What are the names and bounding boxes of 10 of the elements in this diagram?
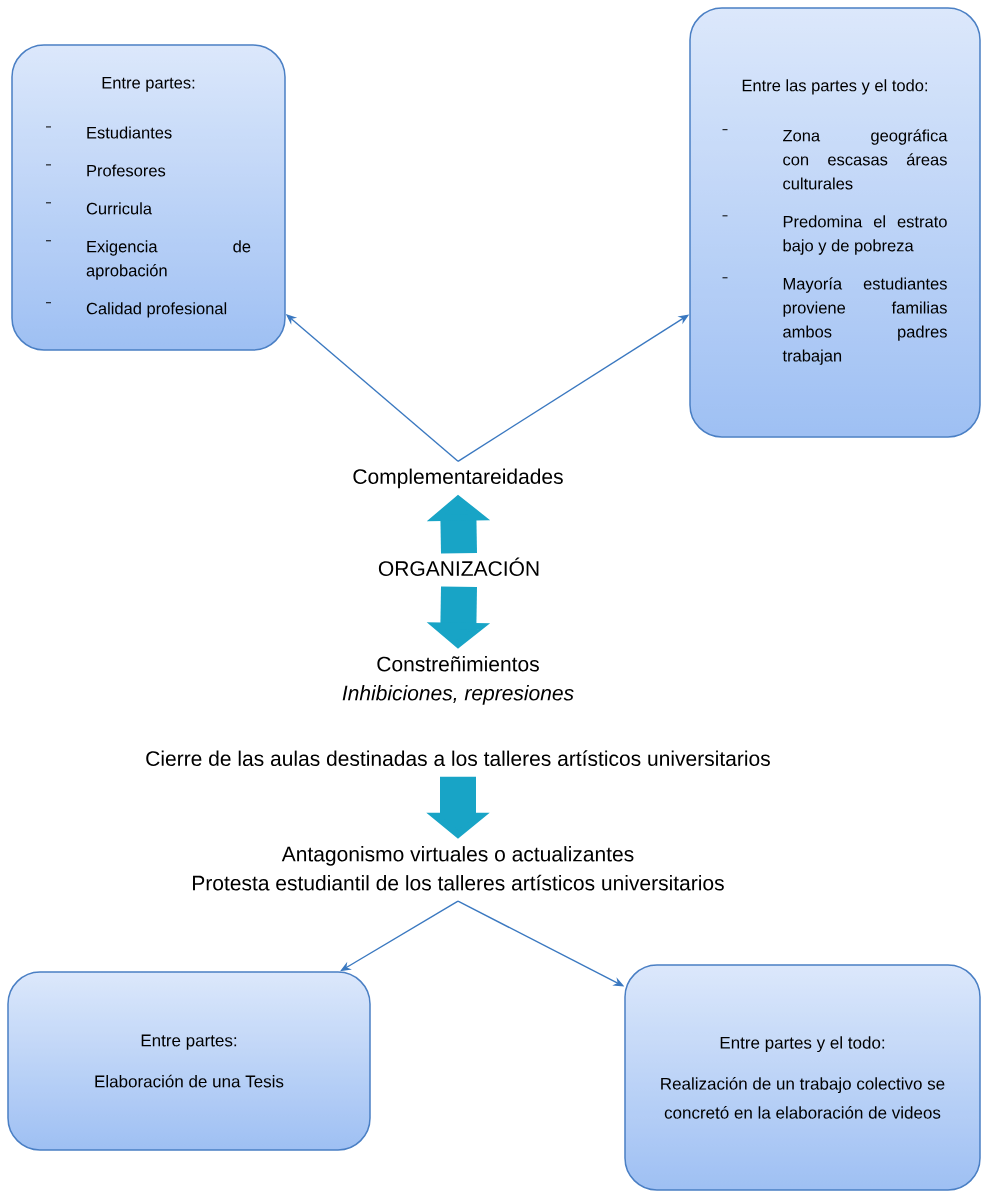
text-label: ORGANIZACIÓN [378, 557, 539, 576]
text-label: Constreñimientos Inhibiciones, represiones [342, 656, 574, 705]
text-label: Cierre de las aulas destinadas a los talleres artísticos universitarios [146, 750, 770, 766]
rounded-box: Entre las partes y el todo: Zona geográfica con escasas áreas culturales Predomina el estrato bajo y de pobreza Mayoría estudiantes proviene familias ambos padres trabajan [689, 7, 981, 438]
rounded-box: Entre partes y el todo: Realización de un trabajo colectivo se concretó en la elaboración de videos [624, 964, 981, 1191]
text-label: Antagonismo virtuales o actualizantes Protesta estudiantil de los talleres artísticos universitarios [193, 846, 724, 891]
rounded-box: Entre partes: Elaboración de una Tesis [7, 971, 371, 1151]
arrow [340, 900, 459, 972]
rounded-box: Entre partes: Estudiantes Profesores Curricula Exigencia de aprobación Calidad profesional [11, 44, 286, 351]
text-label: Complementareidades [353, 468, 563, 489]
